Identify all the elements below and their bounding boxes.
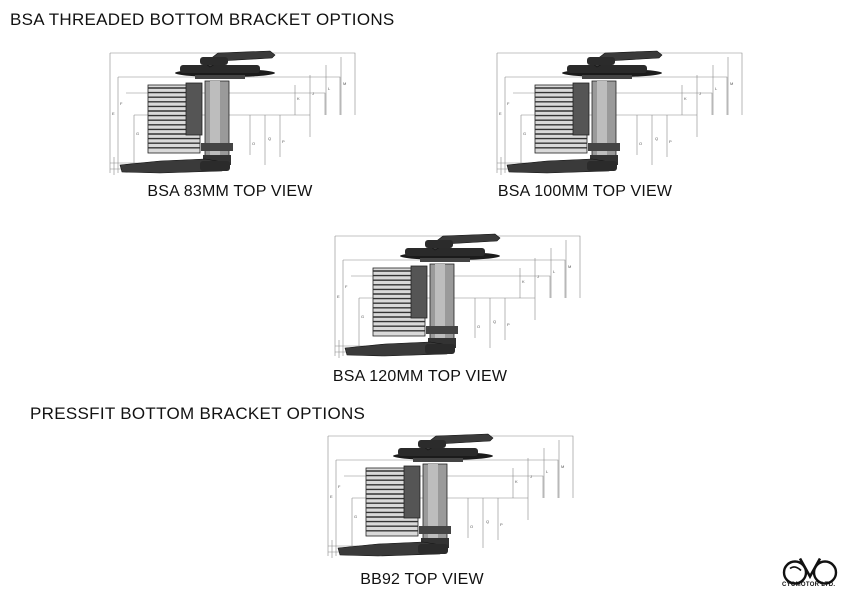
svg-text:O: O <box>477 324 480 329</box>
svg-text:K: K <box>297 96 300 101</box>
svg-text:F: F <box>507 101 510 106</box>
svg-text:Q: Q <box>486 519 489 524</box>
svg-text:J: J <box>699 91 701 96</box>
bsa-100mm-diagram: EF G O Q P K J L M <box>496 50 743 175</box>
svg-text:M: M <box>561 464 564 469</box>
svg-text:L: L <box>553 269 556 274</box>
svg-text:M: M <box>568 264 571 269</box>
svg-text:G: G <box>361 314 364 319</box>
bsa-120mm-diagram: EF G O Q P K J L M <box>334 233 581 358</box>
svg-text:F: F <box>338 484 341 489</box>
svg-text:Q: Q <box>493 319 496 324</box>
svg-text:E: E <box>330 494 333 499</box>
bb92-caption: BB92 TOP VIEW <box>360 571 484 588</box>
svg-text:K: K <box>515 479 518 484</box>
svg-text:O: O <box>252 141 255 146</box>
svg-text:F: F <box>120 101 123 106</box>
svg-text:Q: Q <box>655 136 658 141</box>
svg-text:P: P <box>282 139 285 144</box>
svg-text:L: L <box>546 469 549 474</box>
svg-text:K: K <box>684 96 687 101</box>
svg-text:F: F <box>345 284 348 289</box>
bsa-83mm-diagram: EF G O Q P K J L M <box>109 50 356 175</box>
svg-text:P: P <box>507 322 510 327</box>
svg-text:O: O <box>470 524 473 529</box>
svg-text:E: E <box>112 111 115 116</box>
svg-text:E: E <box>337 294 340 299</box>
svg-text:G: G <box>523 131 526 136</box>
svg-text:L: L <box>715 86 718 91</box>
svg-text:J: J <box>530 474 532 479</box>
pressfit-section-heading: PRESSFIT BOTTOM BRACKET OPTIONS <box>30 404 366 423</box>
bsa-section-heading: BSA THREADED BOTTOM BRACKET OPTIONS <box>10 10 395 29</box>
svg-text:M: M <box>343 81 346 86</box>
bb92-diagram: EF G O Q P K J L M <box>327 433 574 558</box>
bsa-120mm-caption: BSA 120MM TOP VIEW <box>332 368 508 385</box>
svg-text:P: P <box>669 139 672 144</box>
svg-text:L: L <box>328 86 331 91</box>
svg-text:K: K <box>522 279 525 284</box>
svg-text:G: G <box>354 514 357 519</box>
svg-text:P: P <box>500 522 503 527</box>
svg-text:O: O <box>639 141 642 146</box>
svg-text:J: J <box>537 274 539 279</box>
svg-text:M: M <box>730 81 733 86</box>
cycmotor-logo-text: CYCMOTOR LTD. <box>782 582 836 588</box>
svg-text:Q: Q <box>268 136 271 141</box>
svg-text:E: E <box>499 111 502 116</box>
bsa-83mm-caption: BSA 83MM TOP VIEW <box>147 183 313 200</box>
bsa-100mm-caption: BSA 100MM TOP VIEW <box>497 183 673 200</box>
svg-text:G: G <box>136 131 139 136</box>
cycmotor-logo-icon <box>782 557 838 585</box>
svg-text:J: J <box>312 91 314 96</box>
